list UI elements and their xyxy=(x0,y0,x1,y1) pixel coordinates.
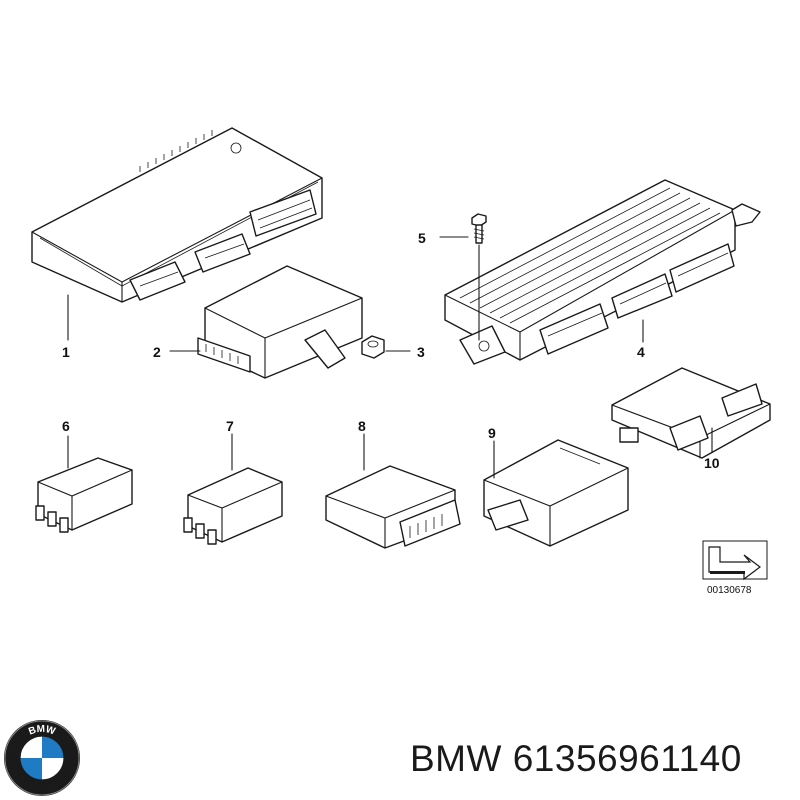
part-10-module xyxy=(611,367,771,459)
brand-name: BMW xyxy=(410,738,502,779)
part-1-control-module xyxy=(31,127,323,303)
callout-1: 1 xyxy=(62,344,70,360)
part-caption: BMW 61356961140 xyxy=(410,738,742,780)
callout-10: 10 xyxy=(704,455,720,471)
callout-4: 4 xyxy=(637,344,645,360)
part-2-relay-module xyxy=(197,265,363,379)
callout-8: 8 xyxy=(358,418,366,434)
part-9-module xyxy=(483,439,629,547)
callout-7: 7 xyxy=(226,418,234,434)
part-5-screw xyxy=(471,213,487,341)
part-number: 61356961140 xyxy=(512,738,742,779)
callout-3: 3 xyxy=(417,344,425,360)
callout-9: 9 xyxy=(488,425,496,441)
part-7-relay xyxy=(183,467,283,545)
part-4-finned-module xyxy=(444,179,761,365)
svg-text:BMW: BMW xyxy=(27,724,57,738)
callout-5: 5 xyxy=(418,230,426,246)
part-3-nut xyxy=(361,335,385,359)
part-8-module xyxy=(325,465,461,549)
part-6-relay xyxy=(35,457,133,533)
callout-2: 2 xyxy=(153,344,161,360)
bmw-logo-icon: BMW xyxy=(4,720,80,796)
reference-code: 00130678 xyxy=(707,585,752,596)
reference-box: 00130678 xyxy=(702,540,768,596)
callout-6: 6 xyxy=(62,418,70,434)
